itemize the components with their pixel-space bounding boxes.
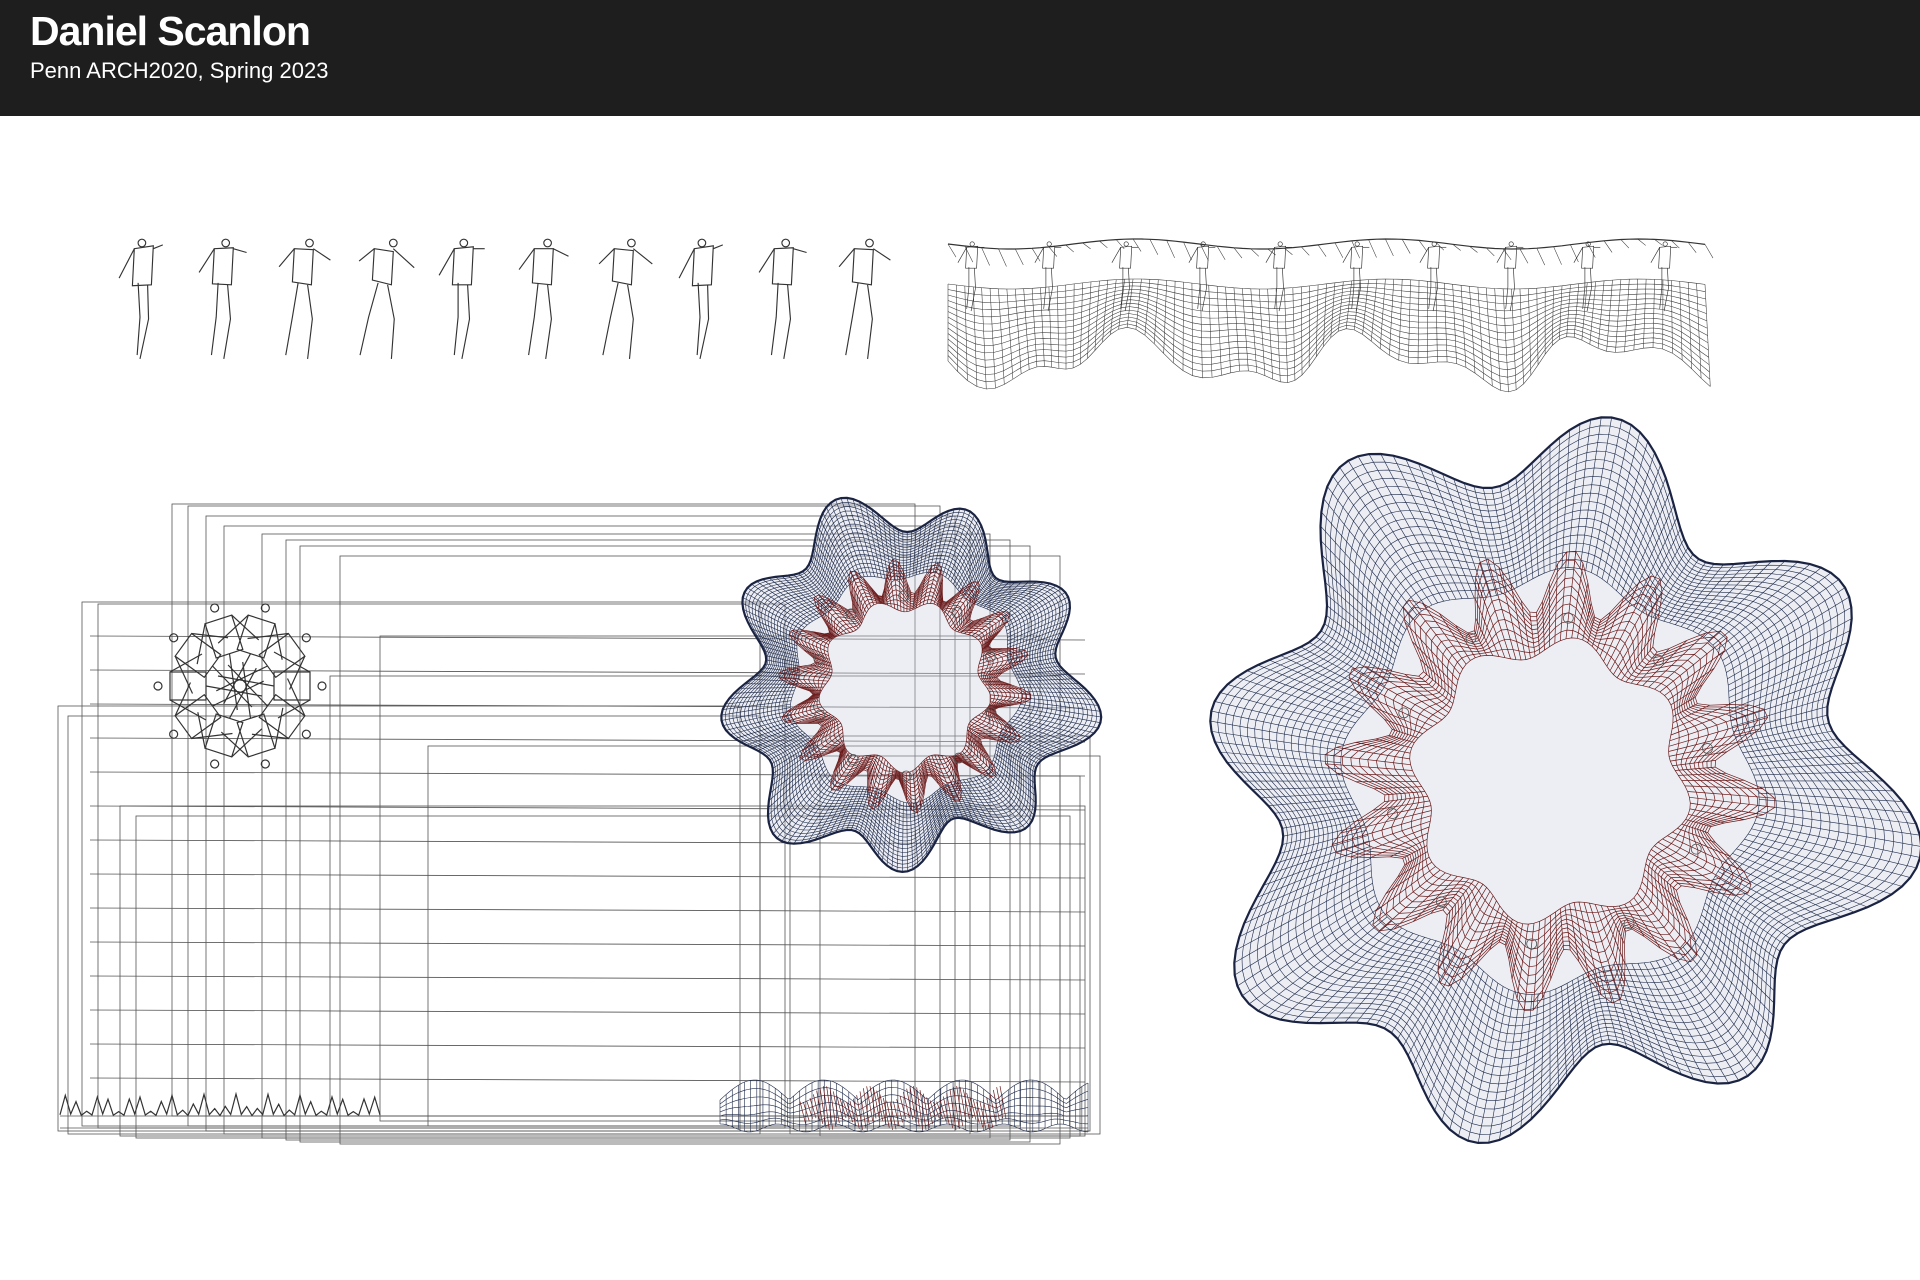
stick-figure-icon xyxy=(278,238,331,359)
head-marker xyxy=(985,707,997,718)
stick-figure-icon xyxy=(598,238,653,359)
surface-axonometric-view xyxy=(1209,416,1920,1145)
head-marker xyxy=(1398,707,1410,719)
title-banner: Daniel Scanlon Penn ARCH2020, Spring 202… xyxy=(0,0,1920,116)
stick-figure-icon xyxy=(217,651,327,719)
stick-figure-icon xyxy=(216,632,311,692)
stick-figure-icon xyxy=(1496,241,1524,312)
head-marker xyxy=(984,651,996,663)
head-marker xyxy=(813,654,825,665)
head-marker xyxy=(1465,632,1477,644)
course-subtitle: Penn ARCH2020, Spring 2023 xyxy=(30,58,329,83)
head-marker xyxy=(1526,938,1538,950)
stick-figure-icon xyxy=(1342,241,1370,312)
stick-figure-icon xyxy=(1265,241,1293,312)
stick-figure-icon xyxy=(1188,241,1216,312)
head-marker xyxy=(900,770,912,782)
stick-figure-icon xyxy=(838,238,891,359)
stick-figure-icon xyxy=(227,664,311,740)
stick-figure-icon xyxy=(678,238,724,360)
head-marker xyxy=(898,590,910,602)
head-marker xyxy=(1435,896,1447,908)
surface-elevation-view xyxy=(59,1079,1089,1133)
stick-figure-icon xyxy=(1573,241,1601,312)
head-marker xyxy=(845,608,857,620)
stick-figure-icon xyxy=(1111,241,1139,312)
stick-figure-icon xyxy=(1034,241,1062,312)
stick-figure-icon xyxy=(118,238,164,360)
stick-figure-icon xyxy=(518,238,569,359)
stick-figure-icon xyxy=(197,667,263,769)
surface-plan-view xyxy=(720,496,1103,874)
stick-figure-icon xyxy=(196,603,260,711)
stick-figure-icon xyxy=(169,680,264,740)
stick-figure-icon xyxy=(153,653,263,721)
stick-figure-icon xyxy=(1650,241,1678,312)
cloth-strip-elevation xyxy=(947,238,1714,393)
author-name: Daniel Scanlon xyxy=(30,8,311,54)
head-marker xyxy=(1623,918,1635,930)
stick-figure-icon xyxy=(169,632,253,708)
figure-ring-plan xyxy=(153,603,327,769)
head-marker xyxy=(951,607,963,618)
head-marker xyxy=(1562,612,1574,624)
stick-figure-icon xyxy=(198,238,247,359)
stick-figure-icon xyxy=(220,661,284,769)
head-marker xyxy=(1690,843,1702,855)
head-marker xyxy=(814,709,826,721)
head-marker xyxy=(1653,654,1665,666)
head-marker xyxy=(1702,743,1713,754)
head-marker xyxy=(847,754,859,765)
drawing-board xyxy=(57,238,1920,1145)
stick-figure-icon xyxy=(957,241,985,312)
stick-figure-icon xyxy=(217,603,283,705)
head-marker xyxy=(953,752,965,764)
head-marker xyxy=(1387,808,1398,819)
stick-figure-icon xyxy=(1419,241,1447,312)
stick-figure-icon xyxy=(358,238,415,359)
dance-figure-sequence xyxy=(118,238,891,360)
projection-drawing xyxy=(57,496,1103,1145)
stick-figure-icon xyxy=(438,238,485,360)
stick-figure-icon xyxy=(758,238,807,359)
